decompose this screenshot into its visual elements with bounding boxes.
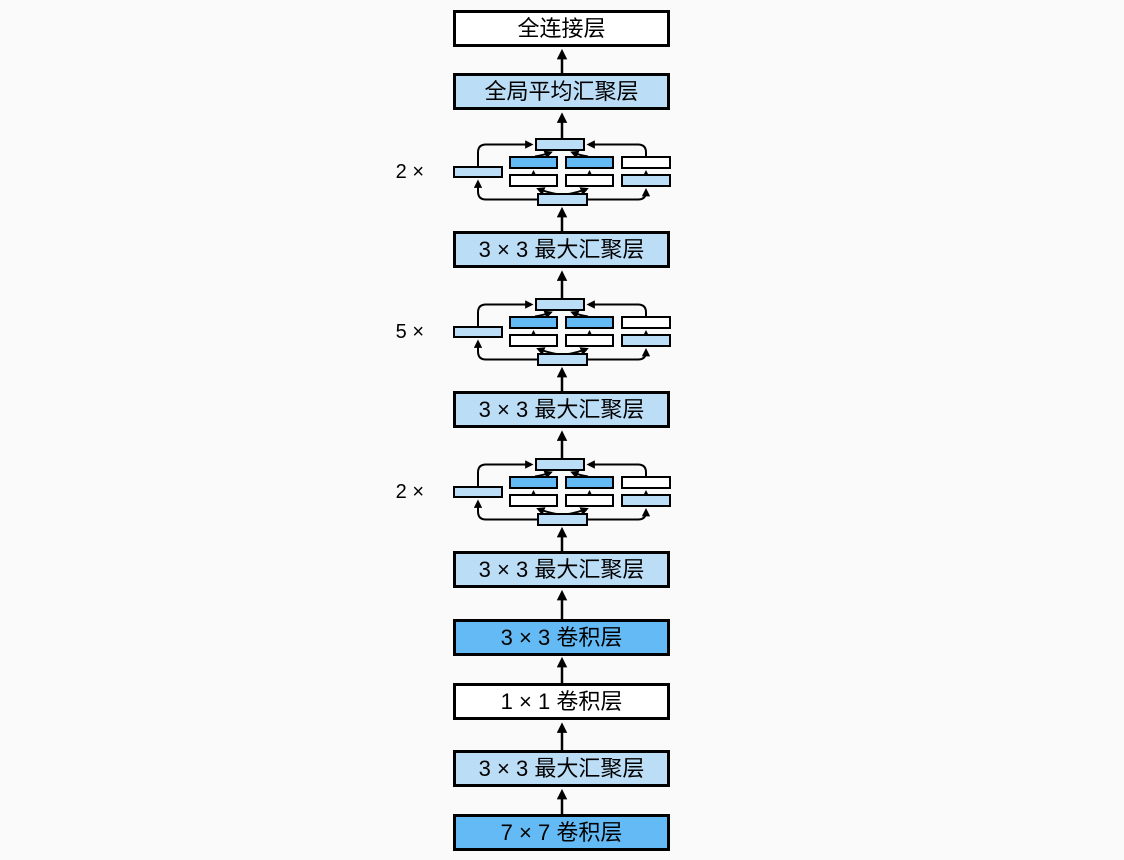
layer-box-conv-1x1: 1 × 1 卷积层	[453, 683, 670, 720]
inception-path3-conv-box	[565, 476, 614, 489]
inception-path4-upper-box	[621, 476, 671, 489]
inception-path2-reduce-box	[509, 174, 558, 187]
inception-block-diagram-3	[453, 458, 671, 526]
inception-path4-upper-box	[621, 156, 671, 169]
layer-label: 3 × 3 最大汇聚层	[478, 236, 645, 262]
layer-label: 3 × 3 最大汇聚层	[478, 396, 645, 422]
layer-label: 全连接层	[517, 15, 606, 41]
inception-multiplier-label: 2 ×	[395, 161, 424, 183]
inception-boxes	[453, 298, 671, 366]
layer-box-global-avg-pool: 全局平均汇聚层	[453, 73, 670, 110]
inception-output-box	[535, 138, 585, 151]
inception-block-diagram-1	[453, 138, 671, 206]
inception-multiplier-label: 2 ×	[395, 481, 424, 503]
inception-path3-conv-box	[565, 156, 614, 169]
inception-path1-conv-box	[453, 166, 503, 178]
inception-path2-conv-box	[509, 476, 558, 489]
inception-input-box	[537, 513, 588, 526]
inception-connectors	[473, 140, 651, 201]
inception-path4-lower-box	[621, 334, 671, 347]
layer-label: 3 × 3 最大汇聚层	[478, 556, 645, 582]
layer-box-maxpool-3: 3 × 3 最大汇聚层	[453, 551, 670, 588]
inception-output-box	[535, 458, 585, 471]
layer-label: 1 × 1 卷积层	[500, 688, 623, 714]
layer-box-fully-connected: 全连接层	[453, 10, 670, 47]
inception-path4-upper-box	[621, 316, 671, 329]
inception-block-diagram-2	[453, 298, 671, 366]
layer-box-maxpool-2: 3 × 3 最大汇聚层	[453, 391, 670, 428]
layer-box-conv-3x3: 3 × 3 卷积层	[453, 619, 670, 656]
layer-box-maxpool-4: 3 × 3 最大汇聚层	[453, 750, 670, 787]
inception-path2-conv-box	[509, 316, 558, 329]
inception-path1-conv-box	[453, 486, 503, 498]
inception-input-box	[537, 193, 588, 206]
layer-label: 3 × 3 最大汇聚层	[478, 755, 645, 781]
inception-path4-lower-box	[621, 174, 671, 187]
inception-connectors	[473, 460, 651, 521]
inception-boxes	[453, 458, 671, 526]
inception-multiplier-label: 5 ×	[395, 321, 424, 343]
inception-output-box	[535, 298, 585, 311]
layer-label: 3 × 3 卷积层	[500, 624, 623, 650]
layer-box-maxpool-1: 3 × 3 最大汇聚层	[453, 231, 670, 268]
inception-path2-reduce-box	[509, 334, 558, 347]
inception-path4-lower-box	[621, 494, 671, 507]
inception-boxes	[453, 138, 671, 206]
inception-input-box	[537, 353, 588, 366]
layer-box-conv-7x7: 7 × 7 卷积层	[453, 814, 670, 851]
inception-path2-reduce-box	[509, 494, 558, 507]
inception-path3-reduce-box	[565, 494, 614, 507]
inception-path2-conv-box	[509, 156, 558, 169]
layer-label: 全局平均汇聚层	[484, 78, 639, 104]
inception-path1-conv-box	[453, 326, 503, 338]
inception-connectors	[473, 300, 651, 361]
inception-path3-conv-box	[565, 316, 614, 329]
layer-label: 7 × 7 卷积层	[500, 819, 623, 845]
inception-path3-reduce-box	[565, 174, 614, 187]
inception-path3-reduce-box	[565, 334, 614, 347]
